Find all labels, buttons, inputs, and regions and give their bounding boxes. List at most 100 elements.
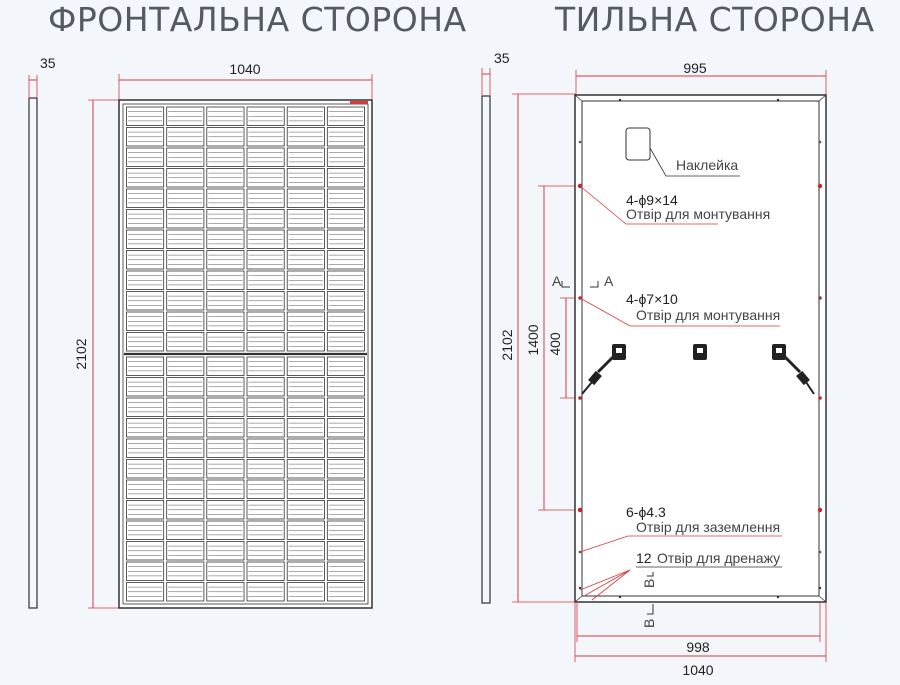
- solar-cell: [206, 582, 245, 602]
- solar-cell: [286, 500, 325, 520]
- solar-cell: [326, 561, 365, 581]
- solar-cell: [166, 582, 205, 602]
- solar-cell: [286, 291, 325, 311]
- solar-cell: [246, 106, 285, 126]
- front-side-title: ФРОНТАЛЬНА СТОРОНА: [48, 0, 467, 39]
- solar-cell: [126, 479, 165, 499]
- sticker-label-area: [625, 127, 651, 161]
- solar-cell: [286, 332, 325, 352]
- solar-cell: [246, 291, 285, 311]
- grounding-hole: [578, 140, 582, 144]
- solar-cell: [246, 438, 285, 458]
- solar-cell: [206, 500, 245, 520]
- solar-cell: [326, 147, 365, 167]
- solar-cell: [166, 250, 205, 270]
- junction-box-left: [581, 344, 626, 395]
- solar-cell: [126, 229, 165, 249]
- solar-cell: [126, 106, 165, 126]
- solar-cell: [166, 311, 205, 331]
- solar-cell: [206, 332, 245, 352]
- mount-hole-7x10: [818, 396, 822, 400]
- solar-cell: [326, 332, 365, 352]
- solar-cell: [166, 291, 205, 311]
- solar-cell: [126, 250, 165, 270]
- solar-cell: [326, 127, 365, 147]
- solar-cell: [166, 356, 205, 376]
- section-b-left-mark: B: [641, 619, 657, 628]
- inner-spacing-label: 400: [547, 332, 563, 356]
- solar-cell: [286, 438, 325, 458]
- solar-cell: [166, 459, 205, 479]
- front-height-label: 2102: [73, 338, 89, 369]
- solar-cell: [326, 418, 365, 438]
- solar-cell: [326, 250, 365, 270]
- solar-cell: [326, 582, 365, 602]
- solar-cell: [206, 520, 245, 540]
- solar-cell: [166, 541, 205, 561]
- solar-cell: [166, 270, 205, 290]
- solar-cell: [326, 479, 365, 499]
- solar-cell: [206, 479, 245, 499]
- solar-cell: [126, 356, 165, 376]
- solar-cell: [286, 229, 325, 249]
- front-width-label: 1040: [229, 61, 260, 77]
- solar-cell: [166, 418, 205, 438]
- solar-cell: [126, 311, 165, 331]
- solar-cell: [286, 270, 325, 290]
- solar-cell: [246, 332, 285, 352]
- solar-cell: [326, 377, 365, 397]
- solar-cell: [246, 479, 285, 499]
- solar-cell: [126, 500, 165, 520]
- solar-cell: [246, 356, 285, 376]
- mount-hole-9x14: [817, 183, 823, 189]
- solar-cell: [326, 291, 365, 311]
- mount-hole-7x10-label: Отвір для монтування: [636, 307, 780, 323]
- solar-cell: [246, 561, 285, 581]
- drain-hole-label: Отвір для дренажу: [657, 550, 780, 566]
- back-height-label: 2102: [499, 329, 515, 360]
- solar-cell: [126, 168, 165, 188]
- solar-cell: [166, 147, 205, 167]
- solar-cell: [166, 397, 205, 417]
- solar-cell: [246, 582, 285, 602]
- solar-cell: [246, 250, 285, 270]
- solar-cell: [286, 561, 325, 581]
- solar-cell: [126, 188, 165, 208]
- solar-cell: [126, 147, 165, 167]
- solar-cell: [286, 147, 325, 167]
- solar-cell: [326, 520, 365, 540]
- solar-cell: [246, 459, 285, 479]
- solar-cell: [206, 127, 245, 147]
- front-side-profile: [28, 97, 38, 609]
- solar-cell: [246, 520, 285, 540]
- solar-cell: [246, 377, 285, 397]
- solar-cell: [286, 209, 325, 229]
- grounding-hole-spec: 6-ϕ4.3: [626, 504, 666, 520]
- solar-cell: [166, 127, 205, 147]
- solar-cell: [206, 147, 245, 167]
- solar-cell: [286, 188, 325, 208]
- section-a-right-mark: A: [604, 273, 614, 289]
- solar-cell: [286, 397, 325, 417]
- solar-cell: [286, 520, 325, 540]
- mount-spacing-label: 1400: [525, 324, 541, 355]
- junction-box-center: [693, 344, 707, 360]
- solar-cell: [286, 479, 325, 499]
- solar-cell: [206, 397, 245, 417]
- solar-cell: [126, 582, 165, 602]
- solar-cell: [326, 188, 365, 208]
- solar-cell: [246, 397, 285, 417]
- solar-cell: [286, 541, 325, 561]
- solar-cell: [126, 438, 165, 458]
- solar-cell: [126, 377, 165, 397]
- solar-cell: [206, 541, 245, 561]
- solar-cell: [206, 356, 245, 376]
- solar-cell: [126, 541, 165, 561]
- solar-cell: [126, 520, 165, 540]
- solar-cell: [206, 459, 245, 479]
- mount-hole-9x14: [817, 507, 823, 513]
- grounding-hole: [818, 296, 822, 300]
- solar-cell: [166, 332, 205, 352]
- solar-cell: [206, 188, 245, 208]
